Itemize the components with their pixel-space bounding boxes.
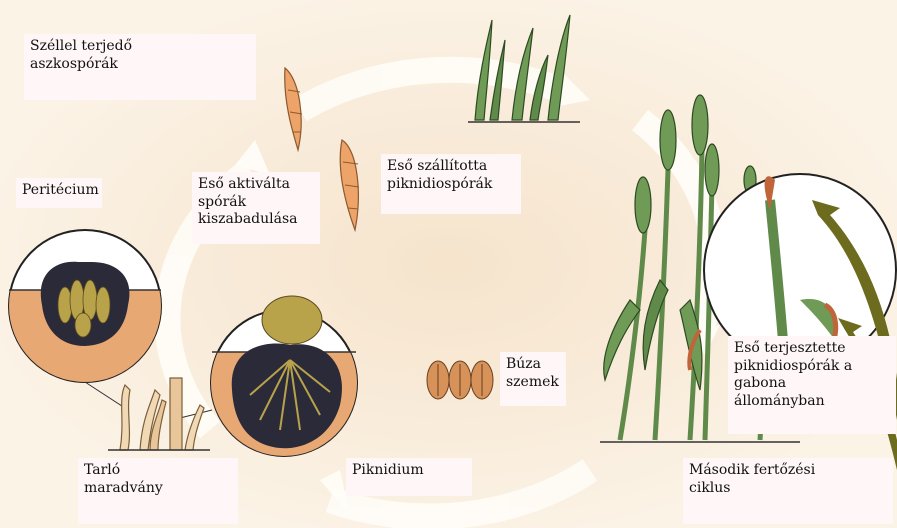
perithecium-circle bbox=[0, 230, 170, 390]
ascospore-upper bbox=[285, 68, 302, 150]
cycle-arrows-background bbox=[168, 70, 715, 517]
label-wind-ascospores: Széllel terjedő aszkospórák bbox=[24, 34, 256, 100]
label-rain-carried-pycnidiospores: Eső szállította piknidiospórák bbox=[381, 154, 521, 214]
wheat-grains bbox=[427, 361, 493, 399]
label-pycnidium: Piknidium bbox=[346, 458, 472, 496]
label-rain-spread-field: Eső terjesztette piknidiospórák a gabona… bbox=[728, 336, 896, 434]
pycnidium-circle bbox=[200, 296, 370, 462]
label-second-infection-cycle: Második fertőzési ciklus bbox=[683, 458, 893, 524]
label-wheat-grains: Búza szemek bbox=[500, 352, 566, 406]
ascospore-lower bbox=[340, 140, 359, 230]
label-stubble-residue: Tarló maradvány bbox=[78, 458, 238, 524]
wheat-seedlings bbox=[468, 15, 580, 122]
label-perithecium: Peritécium bbox=[16, 178, 102, 208]
label-rain-activated-release: Eső aktiválta spórák kiszabadulása bbox=[192, 172, 320, 244]
